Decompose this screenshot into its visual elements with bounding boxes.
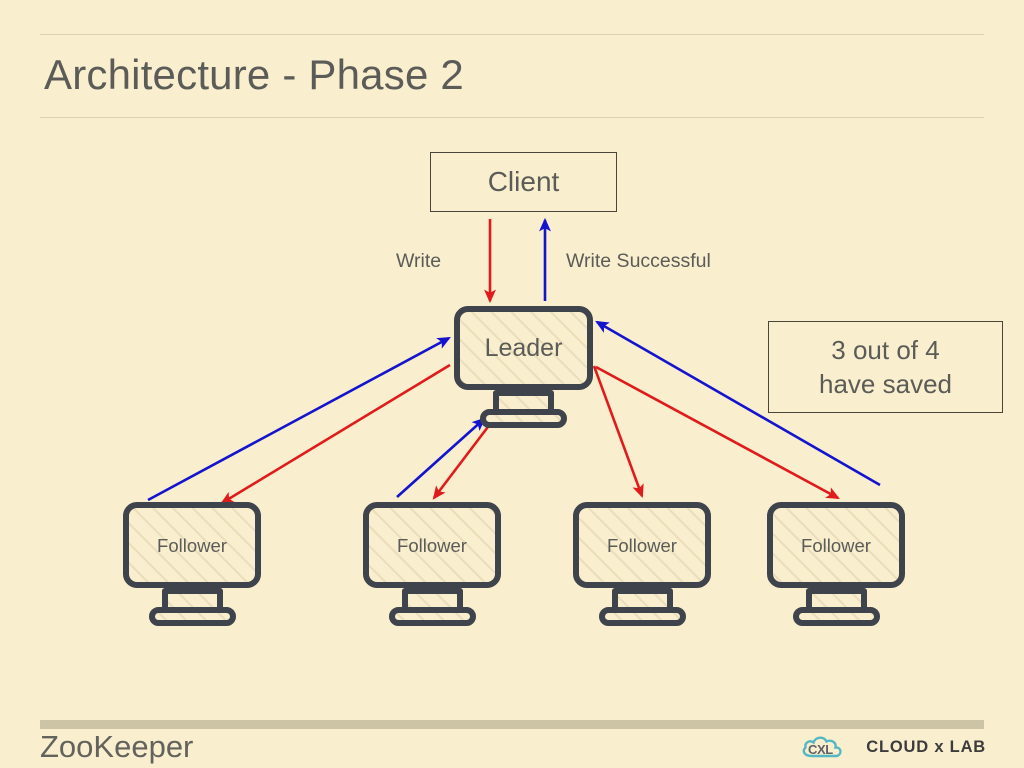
quorum-callout-box: 3 out of 4 have saved <box>768 321 1003 413</box>
node-follower-4[interactable] <box>767 502 905 626</box>
header-divider-bottom <box>40 117 984 118</box>
client-box[interactable]: Client <box>430 152 617 212</box>
callout-line-2: have saved <box>819 369 952 399</box>
edge-label-write-successful: Write Successful <box>566 250 711 272</box>
arrow-leader-to-follower-3 <box>592 365 644 499</box>
footer-title: ZooKeeper <box>40 729 194 764</box>
node-follower-1[interactable] <box>123 502 261 626</box>
arrow-leader-to-follower-1 <box>220 363 451 505</box>
edge-label-write: Write <box>396 250 442 272</box>
node-follower-3[interactable] <box>573 502 711 626</box>
arrow-leader-to-follower-4 <box>595 365 840 500</box>
cxl-cloud-logo-icon: CXL <box>802 736 842 758</box>
arrow-follower-1-to-leader <box>147 336 451 502</box>
arrow-follower-4-to-leader <box>595 320 881 487</box>
node-follower-2[interactable] <box>363 502 501 626</box>
header-divider-top <box>40 34 984 35</box>
node-leader[interactable] <box>454 306 593 428</box>
brand-logo: CXL CLOUD x LAB <box>799 733 986 761</box>
callout-line-1: 3 out of 4 <box>831 334 940 365</box>
client-label: Client <box>487 166 560 197</box>
arrow-follower-2-to-leader <box>396 417 486 498</box>
svg-text:CXL: CXL <box>808 742 833 757</box>
brand-text: CLOUD x LAB <box>866 737 986 756</box>
footer-divider <box>40 720 984 729</box>
page-title: Architecture - Phase 2 <box>44 51 464 98</box>
